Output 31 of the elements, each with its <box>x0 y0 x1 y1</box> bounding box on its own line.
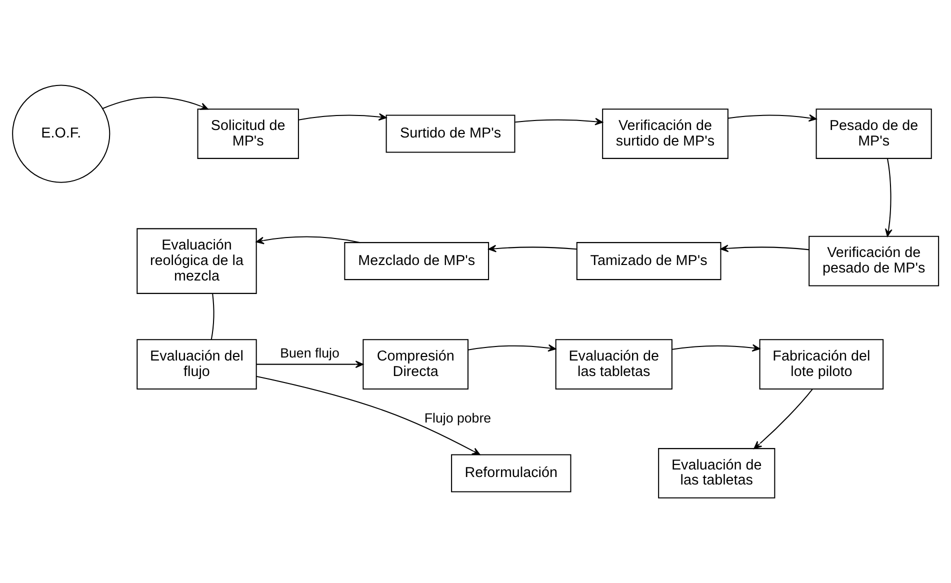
arrow <box>102 96 208 110</box>
edge-label: Flujo pobre <box>424 410 492 426</box>
arrow <box>298 113 387 121</box>
node-box: Surtido de MP's <box>386 114 516 153</box>
arrow <box>728 114 817 122</box>
node-box: Verificación de surtido de MP's <box>602 108 728 159</box>
arrow <box>672 344 760 352</box>
arrow <box>256 360 364 368</box>
arrow <box>754 388 813 450</box>
arrow <box>884 158 892 237</box>
arrow <box>468 344 556 352</box>
node-box: Fabricación del lote piloto <box>759 339 884 390</box>
connector <box>210 294 214 340</box>
arrow <box>256 236 360 244</box>
edge-label: Buen flujo <box>280 346 340 361</box>
node-box: Verificación de pesado de MP's <box>808 236 940 286</box>
node-box: Evaluación de las tabletas <box>658 448 776 498</box>
node-box: Mezclado de MP's <box>344 242 490 280</box>
arrow <box>515 118 604 126</box>
node-box: Evaluación del flujo <box>136 339 257 390</box>
node-box: Tamizado de MP's <box>576 242 722 280</box>
arrow <box>488 244 577 252</box>
node-box: Compresión Directa <box>362 339 468 390</box>
node-box: Evaluación reológica de la mezcla <box>136 228 257 294</box>
node-box: Evaluación de las tabletas <box>555 339 672 390</box>
arrow <box>720 244 810 252</box>
node-box: Solicitud de MP's <box>197 108 299 159</box>
node-box: Pesado de de MP's <box>816 108 932 159</box>
arrow <box>256 376 480 456</box>
node-box: Reformulación <box>451 454 572 492</box>
node-circle: E.O.F. <box>12 84 110 183</box>
